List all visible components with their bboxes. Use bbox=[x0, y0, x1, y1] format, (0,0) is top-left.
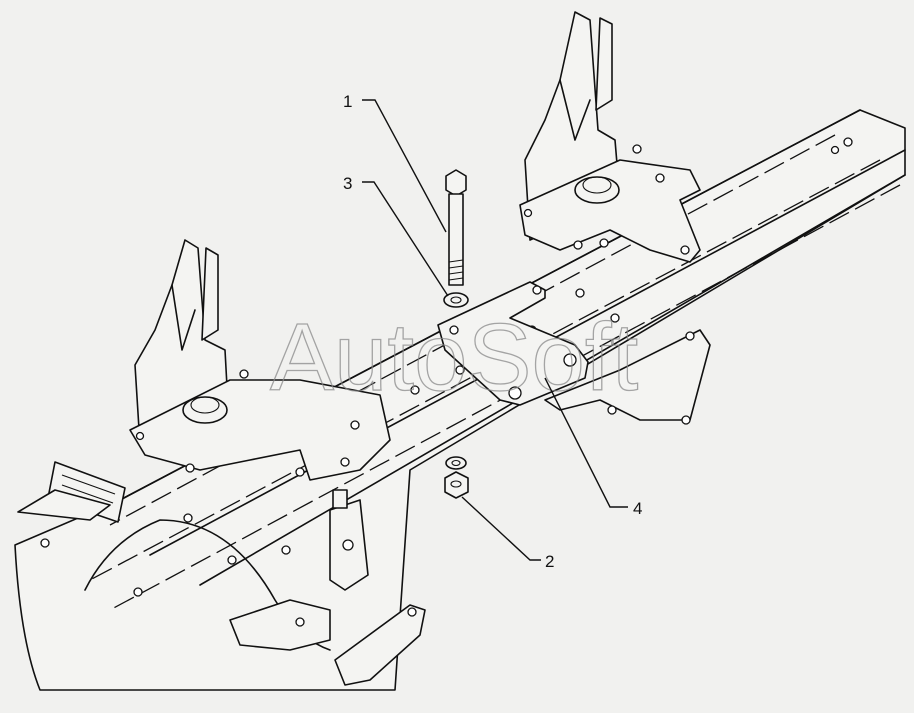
leader-4 bbox=[544, 377, 628, 508]
callout-3: 3 bbox=[343, 174, 352, 193]
callout-1: 1 bbox=[343, 92, 352, 111]
rear-bracket bbox=[519, 11, 701, 263]
leader-2 bbox=[461, 496, 541, 561]
front-bracket bbox=[129, 239, 391, 481]
mounting-plate[interactable] bbox=[437, 281, 589, 406]
washer[interactable] bbox=[443, 292, 469, 308]
nut[interactable] bbox=[444, 456, 469, 499]
side-clip bbox=[17, 461, 126, 523]
hanger-bracket bbox=[229, 489, 426, 686]
leader-1 bbox=[362, 99, 447, 233]
watermark: AutoSoft bbox=[270, 304, 638, 411]
callout-2: 2 bbox=[545, 552, 554, 571]
callout-4: 4 bbox=[633, 499, 642, 518]
leader-3 bbox=[362, 181, 449, 297]
bolt[interactable] bbox=[445, 169, 467, 286]
